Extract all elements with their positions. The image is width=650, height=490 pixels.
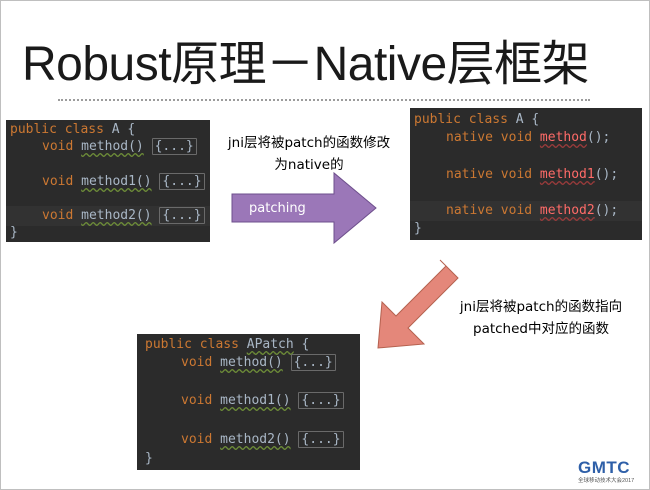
code-line: native void method2(); xyxy=(410,201,642,221)
keyword: native void xyxy=(446,167,533,182)
logo-subtext: 全球移动技术大会2017 xyxy=(578,478,635,484)
method-name: method1 xyxy=(539,167,595,182)
arrow-label: patching xyxy=(249,201,306,216)
method-name: method2 xyxy=(539,203,595,218)
code-line: void method() {...} xyxy=(42,137,197,157)
brace: } xyxy=(414,221,422,236)
keyword: void xyxy=(42,139,74,154)
note-top: jni层将被patch的函数修改 为native的 xyxy=(206,132,412,176)
gmtc-logo: GMTC 全球移动技术大会2017 xyxy=(578,458,634,484)
brace: { xyxy=(301,337,310,352)
keyword: public class xyxy=(145,337,239,352)
keyword: void xyxy=(42,174,74,189)
method-name: method() xyxy=(81,139,144,154)
code-line: native void method(); xyxy=(446,128,610,148)
note-top-line: jni层将被patch的函数修改 xyxy=(227,135,391,151)
code-panel-native: public class A { native void method(); n… xyxy=(410,108,642,240)
parens: (); xyxy=(594,167,619,182)
method-name: method xyxy=(539,130,587,145)
code-line: void method() {...} xyxy=(181,353,336,373)
brace: } xyxy=(145,451,153,466)
fold-marker: {...} xyxy=(290,354,336,371)
keyword: void xyxy=(181,393,213,408)
brace: } xyxy=(10,225,18,240)
method-name: method2() xyxy=(220,432,291,447)
code-line: native void method1(); xyxy=(446,165,618,185)
code-line: void method1() {...} xyxy=(181,391,344,411)
code-line: } xyxy=(10,223,18,243)
keyword: native void xyxy=(446,130,533,145)
down-left-arrow-icon xyxy=(377,259,459,349)
brace: { xyxy=(531,112,540,127)
fold-marker: {...} xyxy=(151,138,197,155)
slide-title: Robust原理－Native层框架 xyxy=(22,38,590,91)
brace: { xyxy=(127,122,136,137)
keyword: void xyxy=(181,355,213,370)
note-right: jni层将被patch的函数指向 patched中对应的函数 xyxy=(436,296,646,340)
fold-marker: {...} xyxy=(159,173,205,190)
parens: (); xyxy=(594,203,619,218)
code-panel-apatch: public class APatch { void method() {...… xyxy=(137,334,360,470)
keyword: native void xyxy=(446,203,533,218)
class-name: A xyxy=(515,112,524,127)
parens: (); xyxy=(586,130,611,145)
keyword: public class xyxy=(414,112,508,127)
code-line: } xyxy=(145,449,153,469)
keyword: void xyxy=(181,432,213,447)
method-name: method() xyxy=(220,355,283,370)
fold-marker: {...} xyxy=(298,431,344,448)
keyword: public class xyxy=(10,122,104,137)
code-line: void method2() {...} xyxy=(181,430,344,450)
method-name: method2() xyxy=(81,208,152,223)
method-name: method1() xyxy=(220,393,291,408)
code-line: void method2() {...} xyxy=(6,206,210,226)
code-line: public class A { xyxy=(414,110,539,130)
code-line: public class A { xyxy=(10,120,135,140)
right-arrow-icon xyxy=(231,171,377,245)
method-name: method1() xyxy=(81,174,152,189)
fold-marker: {...} xyxy=(298,392,344,409)
class-name: APatch xyxy=(246,337,294,352)
note-right-line: patched中对应的函数 xyxy=(473,321,609,337)
code-line: public class APatch { xyxy=(145,335,309,355)
class-name: A xyxy=(111,122,120,137)
note-top-line: 为native的 xyxy=(274,157,344,173)
code-line: } xyxy=(414,219,422,239)
code-line: void method1() {...} xyxy=(42,172,205,192)
fold-marker: {...} xyxy=(159,207,205,224)
logo-text: GMTC xyxy=(578,458,631,477)
title-divider xyxy=(58,99,590,101)
code-panel-original: public class A { void method() {...} voi… xyxy=(6,120,210,242)
note-right-line: jni层将被patch的函数指向 xyxy=(459,299,623,315)
keyword: void xyxy=(42,208,74,223)
